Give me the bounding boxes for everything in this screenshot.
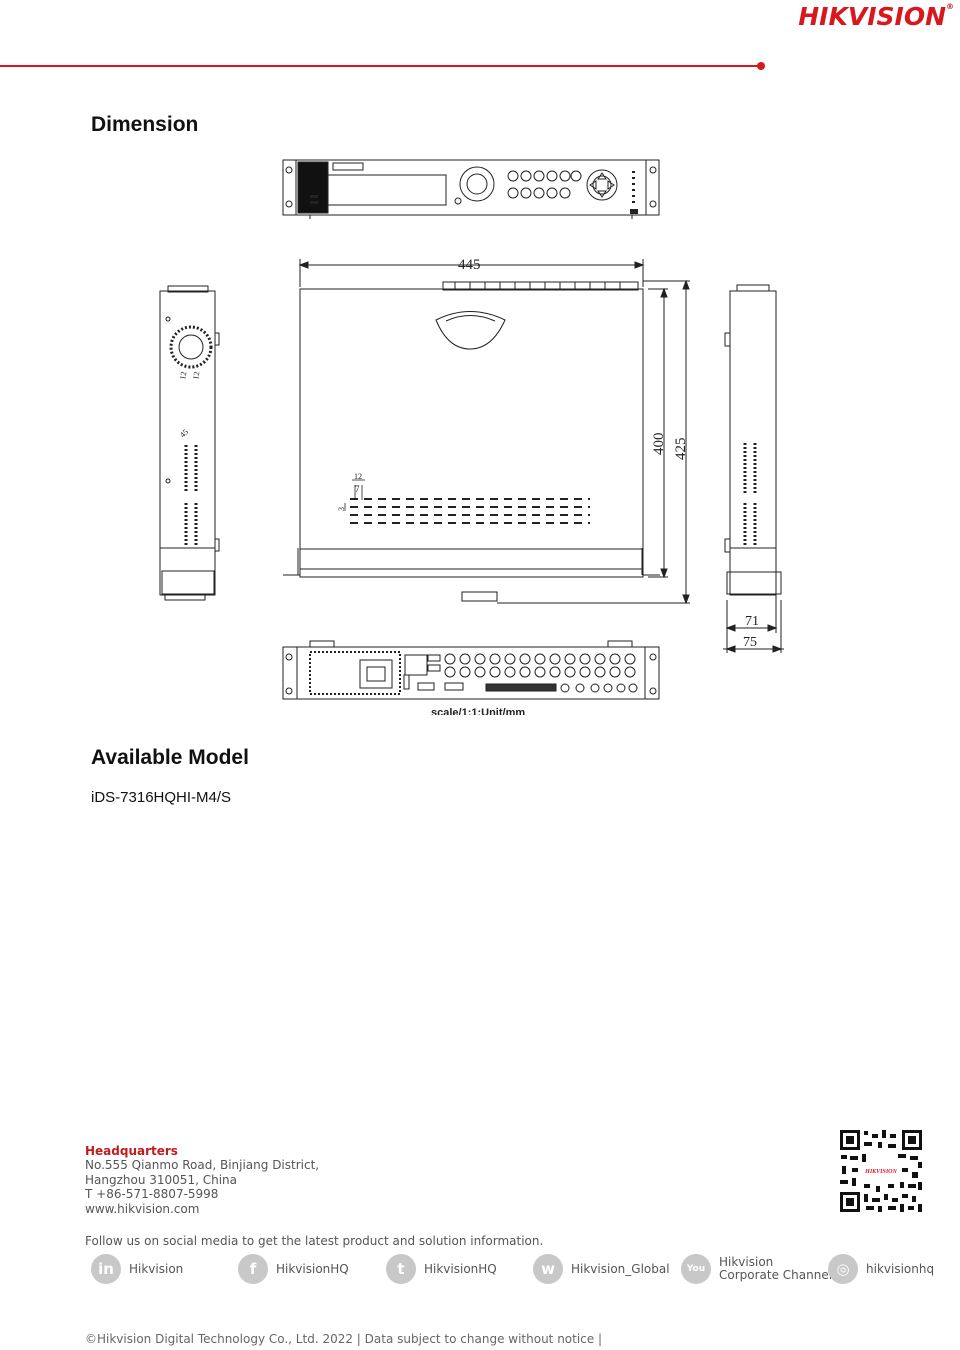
social-instagram[interactable]: ◎ hikvisionhq [828, 1254, 934, 1284]
hq-website-link[interactable]: www.hikvision.com [85, 1201, 200, 1216]
qr-code: HIKVISION [838, 1128, 924, 1214]
hq-phone: T +86-571-8807-5998 [85, 1187, 219, 1201]
vent-slots [350, 498, 590, 524]
dimension-drawing: 445 400 425 [159, 159, 784, 715]
depth-label: 400 [651, 433, 667, 456]
youtube-icon: You [681, 1254, 711, 1284]
scale-note: scale/1:1;Unit/mm [431, 707, 525, 715]
front-buttons [507, 170, 582, 199]
header-divider-dot [757, 62, 765, 70]
twitter-icon: t [386, 1254, 416, 1284]
social-wechat[interactable]: w Hikvision_Global [533, 1254, 670, 1284]
logo-text-hik: HIK [798, 2, 848, 31]
width-label: 445 [458, 257, 481, 273]
facebook-icon: f [238, 1254, 268, 1284]
top-view: 445 400 425 [283, 257, 690, 605]
social-label: HikvisionHQ [424, 1261, 497, 1276]
top-connectors [442, 281, 639, 291]
hq-address-line-1: No.555 Qianmo Road, Binjiang District, [85, 1158, 320, 1172]
logo-registered: ® [946, 2, 954, 11]
height-label: 71 [745, 614, 759, 629]
youtube-label-line1: Hikvision [719, 1255, 774, 1269]
linkedin-icon: in [91, 1254, 121, 1284]
social-facebook[interactable]: f HikvisionHQ [238, 1254, 349, 1284]
right-side-view: 71 75 [723, 284, 784, 653]
hq-address-line-2: Hangzhou 310051, China [85, 1172, 237, 1187]
follow-text: Follow us on social media to get the lat… [85, 1234, 544, 1248]
social-label: hikvisionhq [866, 1261, 935, 1276]
depth-total-label: 425 [673, 438, 689, 461]
dimension-heading: Dimension [91, 113, 199, 136]
available-model-heading: Available Model [91, 746, 249, 769]
rear-view: scale/1:1;Unit/mm [282, 640, 660, 715]
small-12-label: 12 [354, 472, 362, 481]
height-total-label: 75 [743, 635, 757, 650]
model-name: iDS-7316HQHI-M4/S [91, 789, 232, 806]
bnc-connectors [444, 653, 638, 693]
social-twitter[interactable]: t HikvisionHQ [386, 1254, 497, 1284]
social-linkedin[interactable]: in Hikvision [91, 1254, 183, 1284]
small-3-label: 3 [337, 507, 346, 511]
social-label: Hikvision_Global [571, 1261, 670, 1276]
headquarters-block: Headquarters No.555 Qianmo Road, Binjian… [85, 1144, 319, 1216]
small-7-label: 7 [355, 484, 360, 494]
header-divider [0, 65, 760, 67]
svg-text:12: 12 [191, 371, 201, 380]
svg-text:12: 12 [178, 371, 188, 380]
social-youtube[interactable]: You Hikvision Corporate Channel [681, 1254, 832, 1284]
social-label: Hikvision Corporate Channel [719, 1256, 832, 1282]
social-label: HikvisionHQ [276, 1261, 349, 1276]
svg-text:45: 45 [178, 427, 190, 439]
front-view [282, 159, 660, 219]
left-side-view: 12 12 45 [159, 285, 220, 601]
hq-title: Headquarters [85, 1144, 178, 1158]
hikvision-logo: HIKVISION® [798, 2, 954, 31]
youtube-label-line2: Corporate Channel [719, 1268, 833, 1282]
copyright-text: ©Hikvision Digital Technology Co., Ltd. … [85, 1332, 603, 1346]
social-label: Hikvision [129, 1261, 184, 1276]
wechat-icon: w [533, 1254, 563, 1284]
logo-text-vision: VISION [847, 2, 946, 31]
svg-text:HIKVISION: HIKVISION [864, 1169, 897, 1175]
vent-detail: 12 7 3 [337, 472, 365, 511]
instagram-icon: ◎ [828, 1254, 858, 1284]
